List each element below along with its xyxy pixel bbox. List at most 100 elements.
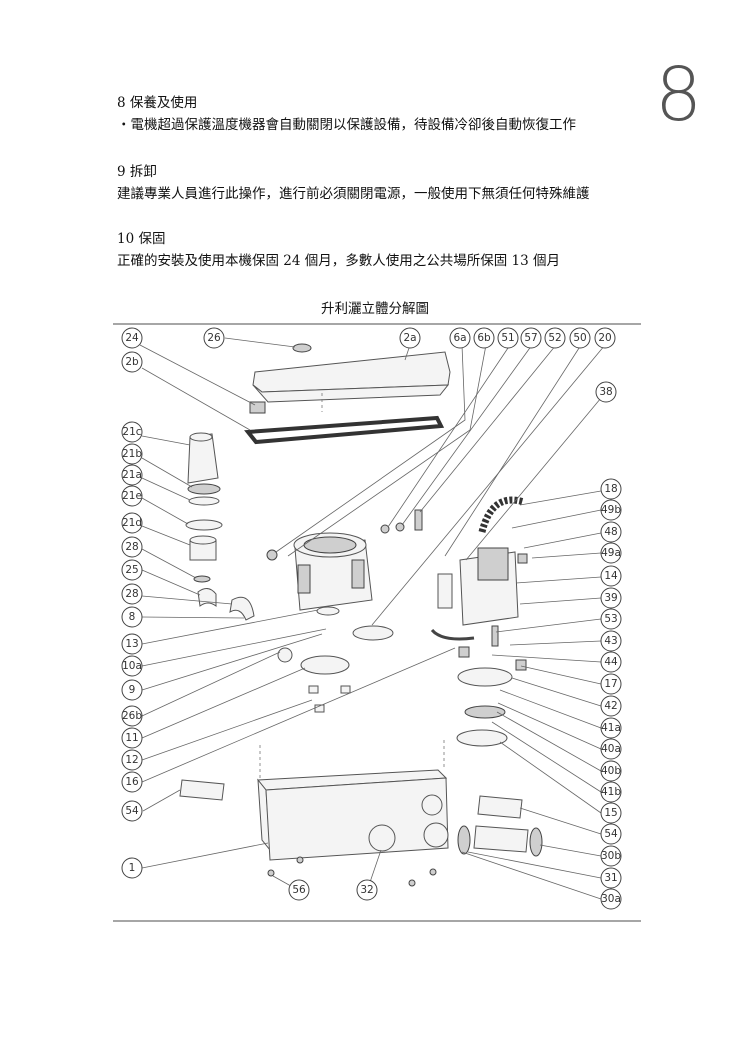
tank-part [257,740,449,887]
gasket-part [244,415,445,445]
exploded-diagram: 24 26 2a 6a 6b 51 57 52 50 20 2b 38 21c … [113,323,641,925]
svg-text:48: 48 [604,526,617,538]
callout-24: 24 [121,327,143,349]
svg-text:32: 32 [360,884,373,896]
figure-title: 升利灑立體分解圖 [321,301,429,317]
svg-text:21b: 21b [122,448,142,460]
callout-28: 28 [121,583,143,605]
switch-part [249,401,266,414]
callout-57: 57 [520,327,542,349]
callout-21b: 21b [121,443,143,465]
lid-part [252,343,451,412]
svg-text:12: 12 [125,754,138,766]
base-plate-part [300,655,350,675]
svg-text:41a: 41a [601,722,621,734]
callout-13: 13 [121,633,143,655]
callout-31: 31 [600,867,622,889]
svg-text:41b: 41b [601,786,621,798]
foot-part [340,685,351,694]
svg-text:26: 26 [207,332,221,344]
callout-54: 54 [600,823,622,845]
svg-text:2a: 2a [403,332,416,344]
callout-40b: 40b [600,760,622,782]
svg-text:6b: 6b [477,332,491,344]
callout-48: 48 [600,521,622,543]
svg-text:17: 17 [604,678,617,690]
callout-49a: 49a [600,542,622,564]
svg-text:44: 44 [604,656,618,668]
svg-text:52: 52 [548,332,561,344]
section-title: 10 保固 [117,231,166,247]
callout-50: 50 [569,327,591,349]
svg-text:24: 24 [125,332,139,344]
callout-28: 28 [121,536,143,558]
callout-56: 56 [288,879,310,901]
section-disassembly: 9 拆卸 建議專業人員進行此操作，進行前必須關閉電源，一般使用下無須任何特殊維護 [117,164,590,203]
callout-40a: 40a [600,738,622,760]
callout-32: 32 [356,879,378,901]
svg-text:21d: 21d [122,517,142,529]
callout-25: 25 [121,559,143,581]
svg-text:40b: 40b [601,765,621,777]
sleeve-part [473,825,529,853]
svg-text:57: 57 [524,332,537,344]
svg-text:51: 51 [501,332,514,344]
svg-text:49a: 49a [601,547,621,559]
callout-52: 52 [544,327,566,349]
callout-18: 18 [600,478,622,500]
fitting-part [414,509,423,531]
callout-49b: 49b [600,499,622,521]
svg-text:54: 54 [125,805,139,817]
outlet-connector-part [477,795,523,819]
clamp-part [457,825,471,855]
callout-53: 53 [600,608,622,630]
svg-text:15: 15 [604,807,617,819]
callout-10a: 10a [121,655,143,677]
svg-text:30a: 30a [601,893,621,905]
callout-2a: 2a [399,327,421,349]
callout-11: 11 [121,727,143,749]
svg-text:11: 11 [125,732,138,744]
svg-text:21c: 21c [122,426,141,438]
pump-part [430,496,528,747]
inlet-stack-part [185,432,255,621]
callout-1: 1 [121,857,143,879]
svg-text:56: 56 [292,884,306,896]
section-body: ・電機超過保護溫度機器會自動關閉以保護設備，待設備冷卻後自動恢復工作 [117,116,576,133]
callout-21c: 21c [121,421,143,443]
svg-text:21e: 21e [122,490,142,502]
svg-text:9: 9 [129,684,136,696]
callout-8: 8 [121,606,143,628]
svg-text:16: 16 [125,776,139,788]
callout-41a: 41a [600,717,622,739]
fitting-part [266,549,278,561]
callout-21e: 21e [121,485,143,507]
ring-part [277,647,293,663]
callout-17: 17 [600,673,622,695]
svg-text:28: 28 [125,588,138,600]
section-warranty: 10 保固 正確的安裝及使用本機保固 24 個月，多數人使用之公共場所保固 13… [117,231,560,270]
svg-text:6a: 6a [453,332,466,344]
svg-text:50: 50 [573,332,586,344]
fitting-part [380,524,390,534]
svg-text:13: 13 [125,638,138,650]
callout-6b: 6b [473,327,495,349]
svg-text:10a: 10a [122,660,142,672]
svg-text:2b: 2b [125,356,139,368]
callout-14: 14 [600,565,622,587]
callout-2b: 2b [121,351,143,373]
callout-21a: 21a [121,464,143,486]
svg-text:25: 25 [125,564,138,576]
svg-text:39: 39 [604,592,617,604]
exploded-diagram-svg: 24 26 2a 6a 6b 51 57 52 50 20 2b 38 21c … [113,323,641,922]
svg-text:54: 54 [604,828,618,840]
callout-12: 12 [121,749,143,771]
svg-text:21a: 21a [122,469,142,481]
leader-lines [139,337,607,900]
callout-39: 39 [600,587,622,609]
section-title: 9 拆卸 [117,164,157,180]
section-body: 建議專業人員進行此操作，進行前必須關閉電源，一般使用下無須任何特殊維護 [117,185,590,202]
seal-ring-part [352,625,394,641]
callout-42: 42 [600,695,622,717]
svg-text:30b: 30b [601,850,621,862]
